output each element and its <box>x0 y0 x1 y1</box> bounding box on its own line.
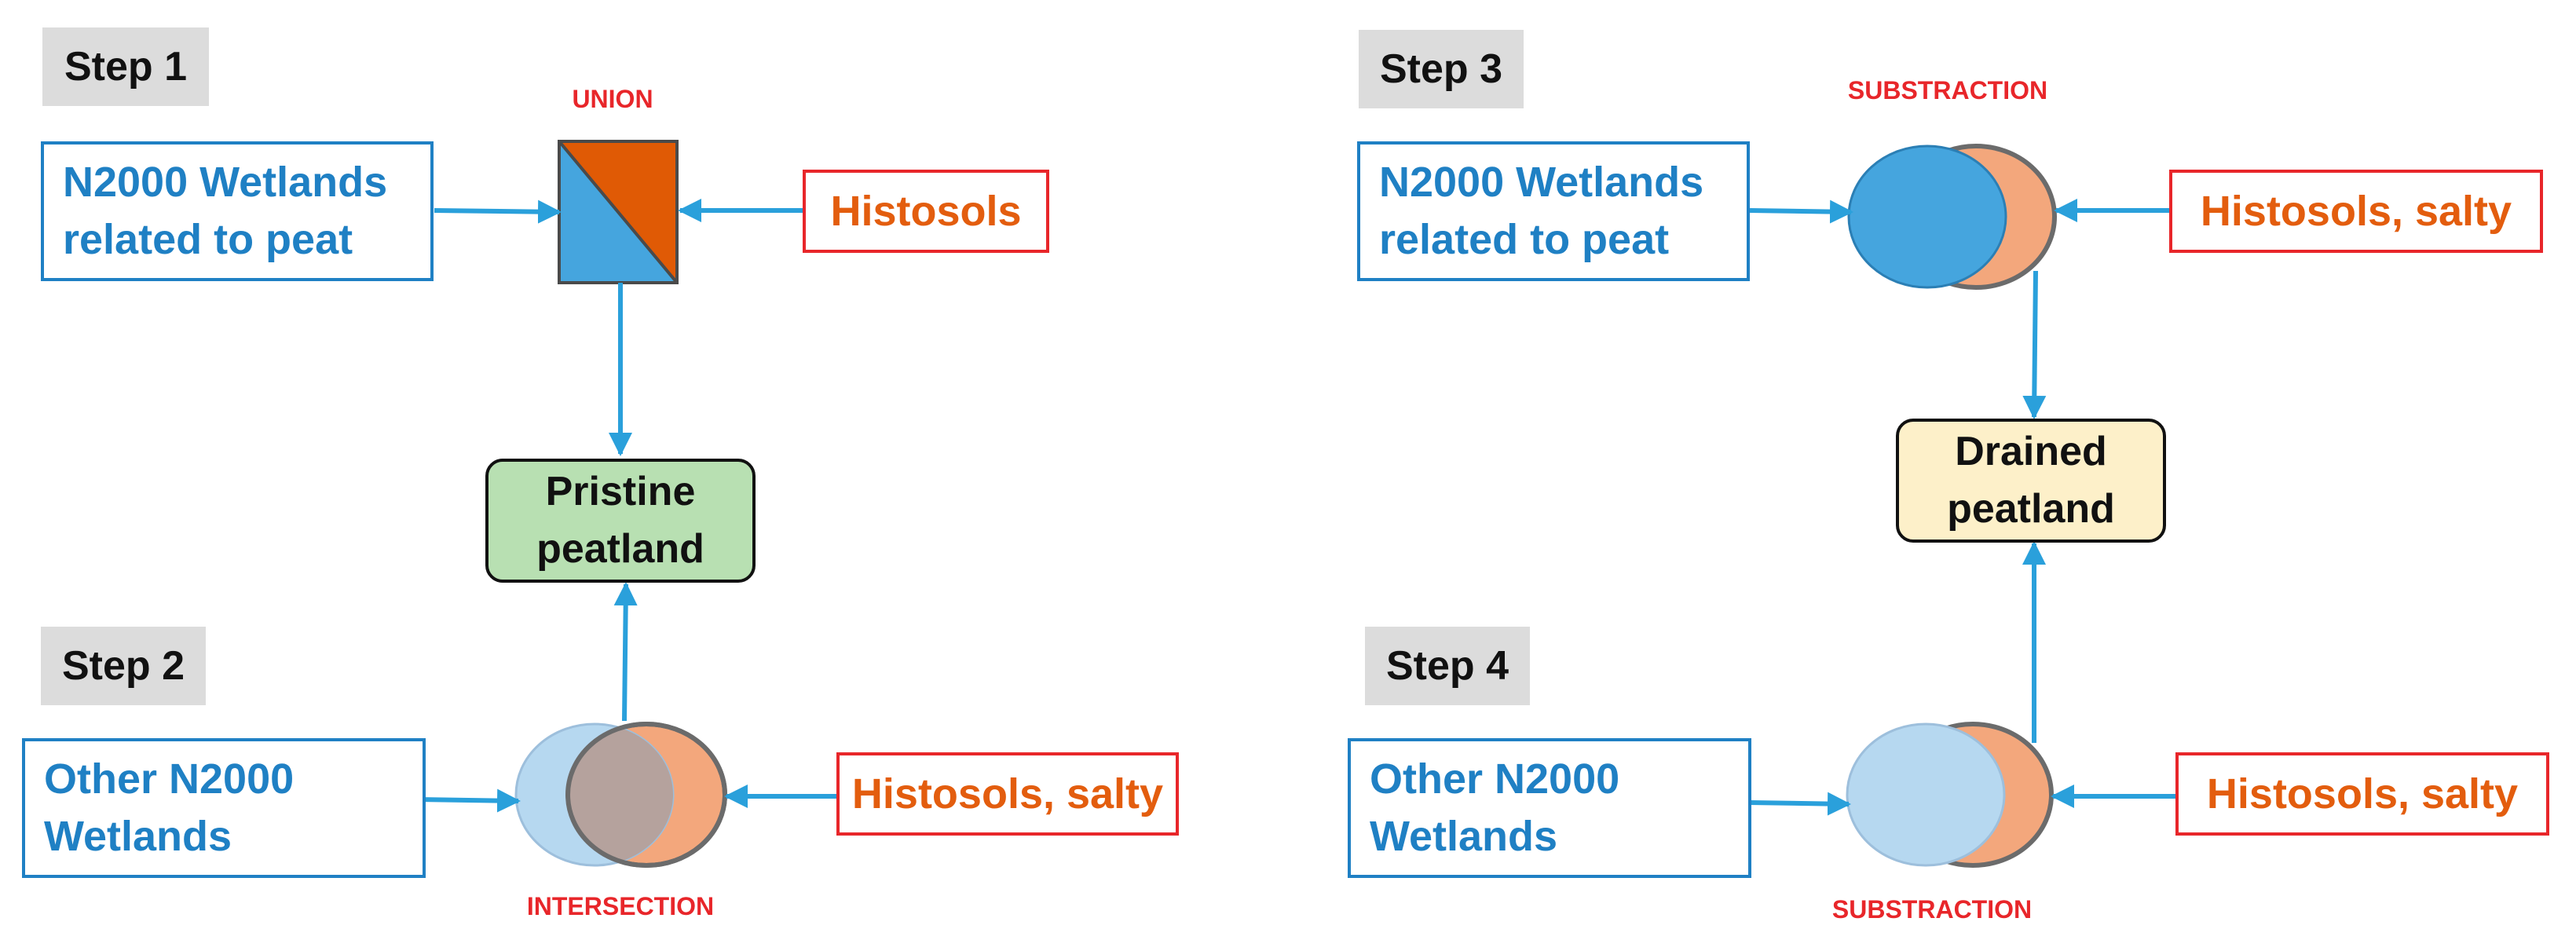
step-4-label: Step 4 <box>1365 627 1530 705</box>
drained-peatland-box: Drained peatland <box>1896 419 2166 543</box>
step-2-label: Step 2 <box>41 627 206 705</box>
step-3-label: Step 3 <box>1359 30 1524 108</box>
substraction-label: SUBSTRACTION <box>1831 895 2033 924</box>
subtraction-venn-icon <box>1847 144 2057 290</box>
intersection-label: INTERSECTION <box>526 892 715 920</box>
substraction-label: SUBSTRACTION <box>1847 76 2048 104</box>
pristine-peatland-box: Pristine peatland <box>485 459 756 583</box>
histosols-box: Histosols <box>803 170 1049 253</box>
step-1-label: Step 1 <box>42 27 209 106</box>
histosols-salty-box: Histosols, salty <box>836 752 1179 836</box>
histosols-salty-box: Histosols, salty <box>2169 170 2543 253</box>
n2000-wetlands-peat-box: N2000 Wetlands related to peat <box>41 141 434 281</box>
arrow <box>1749 199 1853 224</box>
subtraction-venn-icon <box>1846 722 2054 868</box>
arrow <box>434 199 562 224</box>
n2000-wetlands-peat-box: N2000 Wetlands related to peat <box>1357 141 1750 281</box>
arrow <box>2022 270 2047 419</box>
arrow <box>613 582 638 722</box>
arrow <box>418 788 521 813</box>
other-n2000-wetlands-box: Other N2000 Wetlands <box>1348 738 1751 878</box>
union-square-icon <box>558 140 679 284</box>
histosols-salty-box: Histosols, salty <box>2175 752 2549 836</box>
arrow <box>1749 792 1851 816</box>
intersection-venn-icon <box>514 722 727 868</box>
union-label: UNION <box>572 85 653 113</box>
other-n2000-wetlands-box: Other N2000 Wetlands <box>22 738 426 878</box>
